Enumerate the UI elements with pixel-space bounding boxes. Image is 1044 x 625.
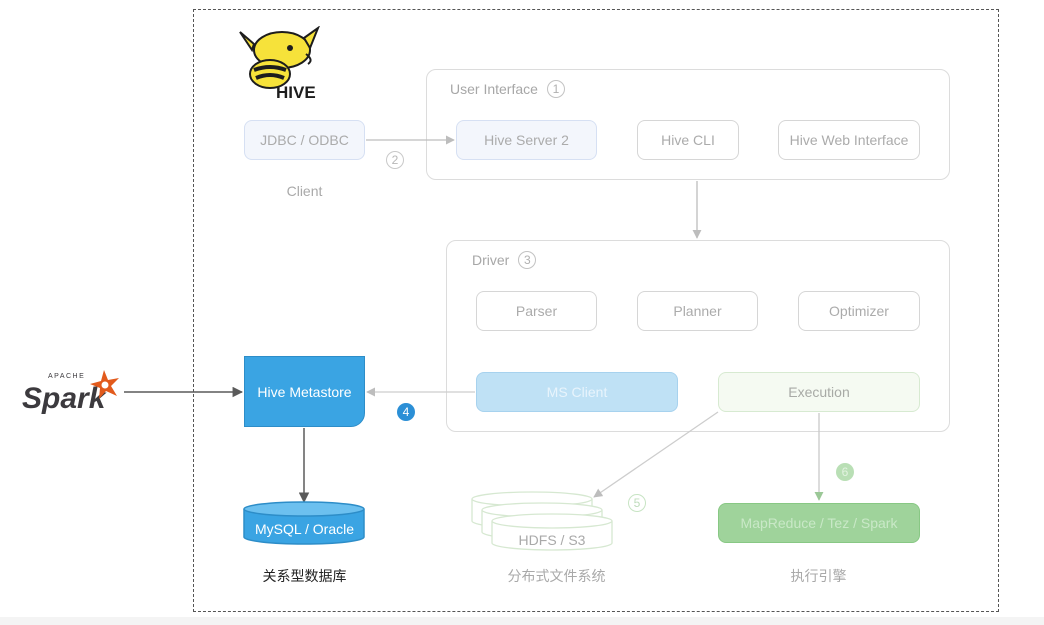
step-2-badge: 2	[386, 151, 404, 169]
mapreduce-tez-spark-box: MapReduce / Tez / Spark	[718, 503, 920, 543]
execution-box: Execution	[718, 372, 920, 412]
ms-client-box: MS Client	[476, 372, 678, 412]
step-3-badge: 3	[518, 251, 537, 269]
hive-logo-text: HIVE	[276, 83, 316, 102]
hive-server-2-box: Hive Server 2	[456, 120, 597, 160]
distributed-fs-caption: 分布式文件系统	[507, 568, 606, 584]
driver-title: Driver 3	[472, 251, 537, 269]
arrow-execution-to-hdfs	[593, 411, 719, 498]
mysql-oracle-cylinder	[243, 501, 365, 545]
parser-box: Parser	[476, 291, 597, 331]
hive-metastore-box: Hive Metastore	[244, 356, 365, 427]
hive-logo-stripe	[253, 65, 287, 72]
step-6-badge: 6	[836, 463, 854, 481]
step-1-badge: 1	[546, 80, 565, 98]
diagram-frame	[193, 9, 999, 612]
hive-logo: HIVE	[239, 26, 320, 102]
hive-logo-ear-2	[302, 26, 320, 51]
hive-logo-ear	[239, 31, 256, 53]
hive-logo-eye	[287, 45, 293, 51]
hive-logo-stripe-2	[255, 73, 285, 80]
hdfs-stack	[471, 491, 613, 551]
spark-logo-text: Spark	[22, 382, 107, 415]
mysql-oracle-label: MySQL / Oracle	[254, 521, 355, 537]
spark-logo-star-center	[101, 381, 109, 389]
user-interface-title-text: User Interface	[450, 81, 538, 97]
driver-title-text: Driver	[472, 252, 510, 268]
step-5-badge: 5	[628, 494, 646, 512]
hdfs-s3-label: HDFS / S3	[518, 532, 586, 548]
relational-db-caption: 关系型数据库	[262, 568, 347, 584]
spark-logo-apache: APACHE	[48, 373, 85, 380]
bottom-strip	[0, 617, 1044, 625]
optimizer-box: Optimizer	[798, 291, 920, 331]
client-caption: Client	[286, 183, 323, 199]
execution-engine-caption: 执行引擎	[790, 568, 847, 584]
hive-web-interface-box: Hive Web Interface	[778, 120, 920, 160]
planner-box: Planner	[637, 291, 758, 331]
spark-logo: APACHE Spark	[22, 370, 119, 415]
step-4-badge: 4	[397, 403, 415, 421]
jdbc-odbc-box: JDBC / ODBC	[244, 120, 365, 160]
user-interface-title: User Interface 1	[450, 80, 565, 98]
hive-logo-snout	[305, 53, 312, 65]
hive-cli-box: Hive CLI	[637, 120, 739, 160]
